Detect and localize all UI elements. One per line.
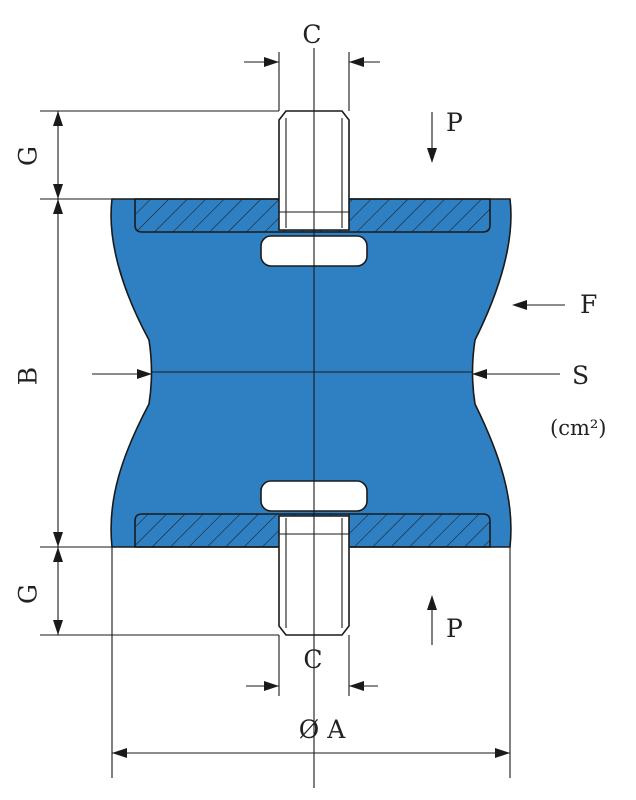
label-p-top: P: [446, 108, 463, 137]
label-p-bottom: P: [446, 614, 463, 643]
force-p-bottom-arrow: [427, 595, 437, 645]
section-s-right-arrow: [472, 369, 560, 379]
label-g-bottom: G: [14, 584, 43, 604]
force-p-top-arrow: [427, 112, 437, 163]
dimension-c-top: [244, 52, 380, 111]
label-diameter-a: Ø A: [299, 715, 346, 744]
label-c-top: C: [302, 20, 321, 49]
label-c-bottom: C: [303, 645, 322, 674]
label-b: B: [14, 367, 43, 385]
label-g-top: G: [14, 146, 43, 166]
dimension-g-bottom: [40, 546, 279, 636]
dimension-g-top: [40, 110, 279, 200]
dimension-diameter-a: [111, 547, 511, 778]
label-s-unit: (cm²): [550, 416, 606, 440]
label-f: F: [580, 290, 597, 319]
dimension-c-bottom: [246, 635, 378, 696]
section-s-left-arrow: [92, 369, 152, 379]
dimension-b: [53, 199, 63, 547]
force-f-arrow: [512, 300, 565, 310]
label-s: S: [572, 361, 589, 390]
